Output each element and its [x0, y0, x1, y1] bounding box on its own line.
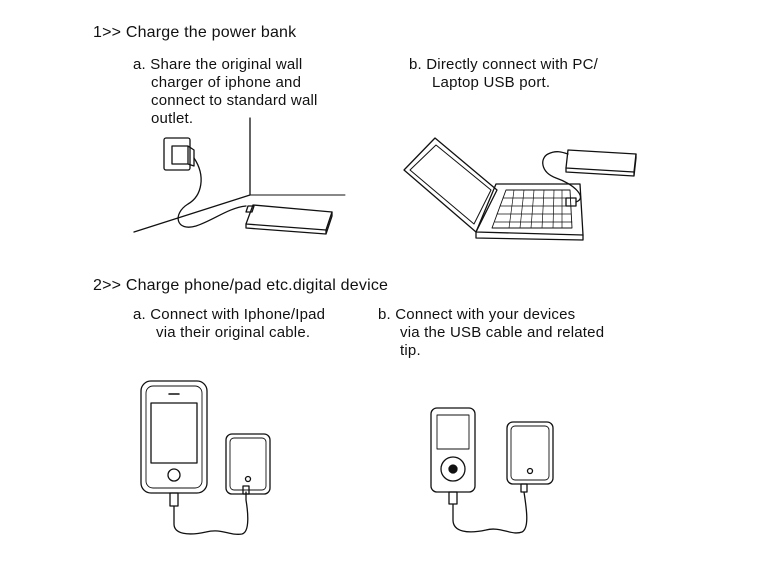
laptop-base-icon: [476, 184, 583, 235]
charger-cable: [178, 158, 246, 227]
power-bank-icon: [246, 205, 332, 230]
section1-a-line1: a. Share the original wall: [133, 56, 303, 73]
section1-a-line3: connect to standard wall: [151, 92, 318, 109]
section1-b-line1: b. Directly connect with PC/: [409, 56, 598, 73]
laptop-cable: [543, 152, 581, 202]
laptop-illustration: [404, 138, 636, 240]
wall-outlet-illustration: [134, 118, 345, 234]
section2-b-line3: tip.: [400, 342, 421, 359]
power-bank-icon-4: [507, 422, 553, 484]
section1-a-line2: charger of iphone and: [151, 74, 302, 91]
wall-outlet-icon: [164, 138, 190, 170]
iphone-cable: [170, 492, 248, 534]
power-bank-icon-2: [566, 150, 636, 172]
mp3-player-illustration: [431, 408, 553, 533]
iphone-screen: [151, 403, 197, 463]
section1-b-line2: Laptop USB port.: [432, 74, 551, 91]
section1-a-line4: outlet.: [151, 110, 194, 127]
section2-heading: 2>> Charge phone/pad etc.digital device: [93, 277, 389, 294]
section2-b-line2: via the USB cable and related: [400, 324, 605, 341]
click-wheel-icon: [441, 457, 465, 481]
section1-heading: 1>> Charge the power bank: [93, 24, 297, 41]
section2-a-line1: a. Connect with Iphone/Ipad: [133, 306, 326, 323]
iphone-illustration: [141, 381, 270, 534]
power-bank-icon-3: [226, 434, 270, 494]
mp3-cable: [449, 492, 527, 533]
laptop-screen-icon: [404, 138, 497, 232]
wall-charger-icon: [172, 146, 194, 166]
wall-edge-icon: [134, 118, 250, 232]
section2-b-line1: b. Connect with your devices: [378, 306, 576, 323]
section2-a-line2: via their original cable.: [156, 324, 311, 341]
mp3-player-icon: [431, 408, 475, 492]
